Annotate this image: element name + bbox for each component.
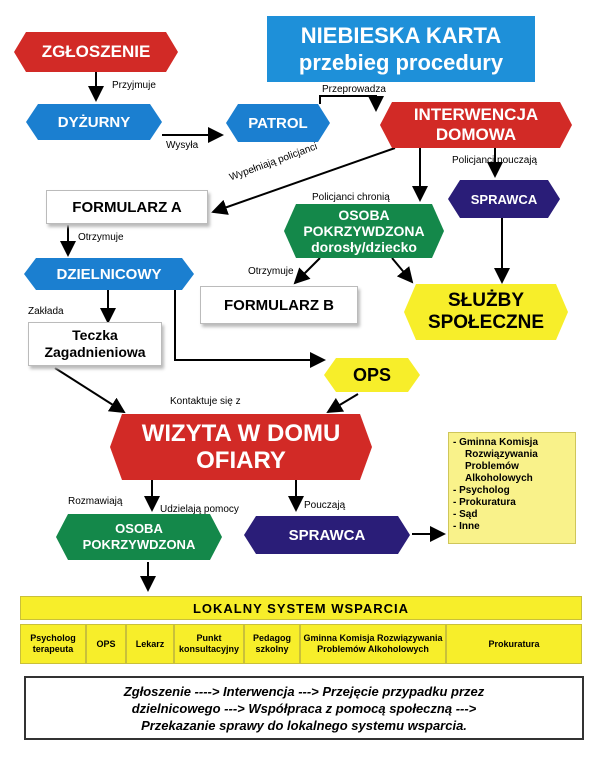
side-item: Problemów bbox=[465, 461, 519, 472]
node-sluzby-spoleczne: SŁUŻBY SPOŁECZNE bbox=[404, 284, 568, 340]
summary-line-1: Zgłoszenie ----> Interwencja ---> Przeję… bbox=[123, 684, 485, 699]
node-formularz-b: FORMULARZ B bbox=[200, 286, 358, 324]
local-item-pedagog: Pedagog szkolny bbox=[244, 624, 300, 664]
local-support-system: LOKALNY SYSTEM WSPARCIA Psycholog terape… bbox=[20, 596, 582, 666]
label-zaklada: Zakłada bbox=[28, 306, 64, 317]
title-line-1: NIEBIESKA KARTA bbox=[300, 23, 502, 48]
side-item: - Inne bbox=[453, 521, 480, 532]
local-system-items: Psycholog terapeuta OPS Lekarz Punkt kon… bbox=[20, 624, 582, 664]
label-policjanci-poucza: Policjanci pouczają bbox=[452, 155, 538, 166]
node-dyzurny: DYŻURNY bbox=[26, 104, 162, 140]
node-sprawca-bottom: SPRAWCA bbox=[244, 516, 410, 554]
label-kontaktuje: Kontaktuje się z bbox=[170, 396, 241, 407]
label-otrzymuje-a: Otrzymuje bbox=[78, 232, 124, 243]
label-pouczaja: Pouczają bbox=[304, 500, 346, 511]
local-item-lekarz: Lekarz bbox=[126, 624, 174, 664]
node-ops: OPS bbox=[324, 358, 420, 392]
node-formularz-a: FORMULARZ A bbox=[46, 190, 208, 224]
arrow-ops-wizyta bbox=[326, 393, 359, 414]
side-item: Rozwiązywania bbox=[465, 449, 538, 460]
local-item-prokuratura: Prokuratura bbox=[446, 624, 582, 664]
arrow-patrol-interwencja bbox=[319, 95, 384, 112]
local-item-psycholog: Psycholog terapeuta bbox=[20, 624, 86, 664]
node-patrol: PATROL bbox=[226, 104, 330, 142]
arrow-osoba-formularzb bbox=[293, 257, 321, 285]
node-sprawca-top: SPRAWCA bbox=[448, 180, 560, 218]
label-przyjmuje: Przyjmuje bbox=[112, 80, 156, 91]
side-institutions-list: - Gminna Komisja Rozwiązywania Problemów… bbox=[448, 432, 576, 544]
side-item: - Sąd bbox=[453, 509, 478, 520]
title-line-2: przebieg procedury bbox=[298, 50, 504, 75]
label-rozmawiaja: Rozmawiają bbox=[68, 496, 123, 507]
local-system-title: LOKALNY SYSTEM WSPARCIA bbox=[20, 596, 582, 620]
summary-line-2: dzielnicowego ---> Współpraca z pomocą s… bbox=[131, 701, 477, 716]
side-item: - Gminna Komisja bbox=[453, 437, 539, 448]
side-item: Alkoholowych bbox=[465, 473, 533, 484]
local-item-ops: OPS bbox=[86, 624, 126, 664]
side-item: - Prokuratura bbox=[453, 497, 516, 508]
side-item: - Psycholog bbox=[453, 485, 510, 496]
local-item-gminna-komisja: Gminna Komisja Rozwiązywania Problemów A… bbox=[300, 624, 446, 664]
node-dzielnicowy: DZIELNICOWY bbox=[24, 258, 194, 290]
label-udzielaja: Udzielają pomocy bbox=[160, 504, 239, 515]
node-wizyta: WIZYTA W DOMU OFIARY bbox=[110, 414, 372, 480]
label-policjanci-chronia: Policjanci chronią bbox=[312, 192, 390, 203]
local-item-punkt: Punkt konsultacyjny bbox=[174, 624, 244, 664]
label-wysyla: Wysyła bbox=[166, 140, 199, 151]
node-osoba-pokrzywdzona-bottom: OSOBA POKRZYWDZONA bbox=[56, 514, 222, 560]
arrow-osoba-sluzby bbox=[391, 257, 414, 284]
arrow-dzielnicowy-ops bbox=[174, 290, 326, 368]
arrow-interwencja-formularz bbox=[211, 147, 396, 215]
summary-line-3: Przekazanie sprawy do lokalnego systemu … bbox=[141, 718, 467, 733]
diagram-title: NIEBIESKA KARTA przebieg procedury bbox=[267, 16, 535, 82]
procedure-summary: Zgłoszenie ----> Interwencja ---> Przeję… bbox=[24, 676, 584, 740]
label-otrzymuje-b: Otrzymuje bbox=[248, 266, 294, 277]
arrow-teczka-wizyta bbox=[54, 367, 126, 414]
node-interwencja: INTERWENCJA DOMOWA bbox=[380, 102, 572, 148]
node-osoba-pokrzywdzona-top: OSOBA POKRZYWDZONA dorosły/dziecko bbox=[284, 204, 444, 258]
node-teczka: Teczka Zagadnieniowa bbox=[28, 322, 162, 366]
node-zgloszenie: ZGŁOSZENIE bbox=[14, 32, 178, 72]
label-przeprowadza: Przeprowadza bbox=[322, 84, 386, 95]
